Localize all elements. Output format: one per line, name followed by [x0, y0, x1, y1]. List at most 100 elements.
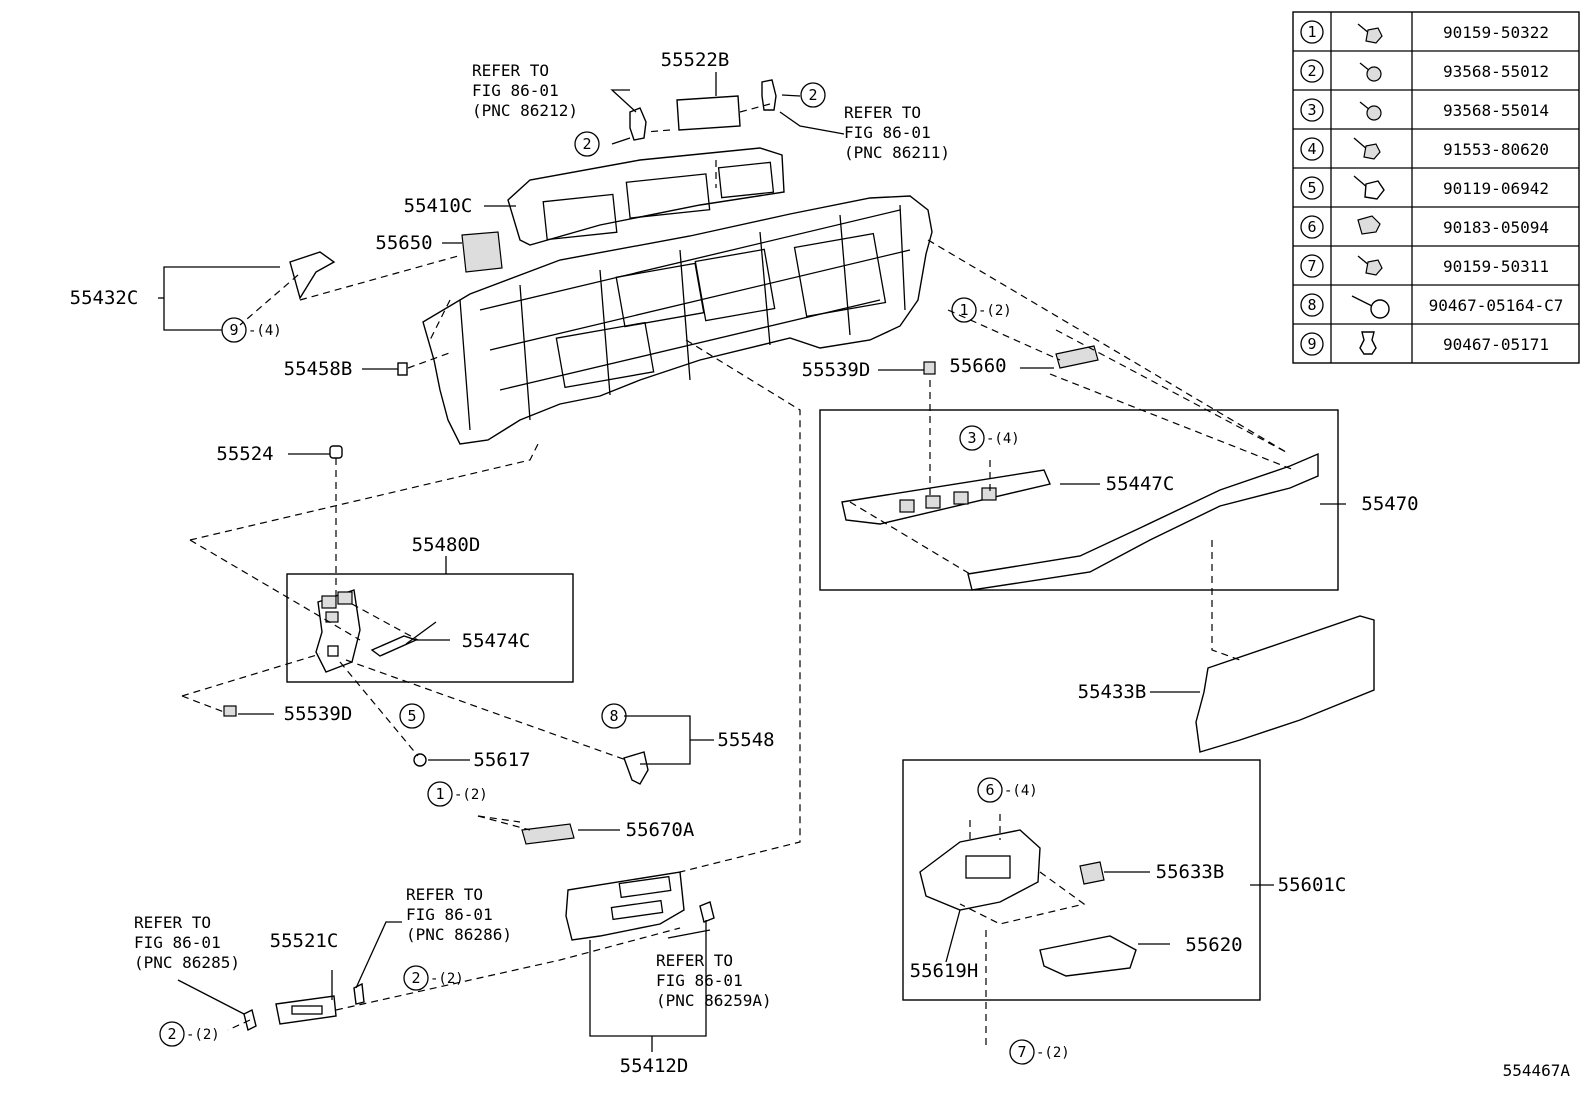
part-label-55412D: 55412D [620, 1055, 689, 1077]
nut [413, 753, 427, 767]
svg-text:5: 5 [407, 707, 416, 725]
hex-bolt-icon [1353, 175, 1385, 200]
part-label-55410C: 55410C [404, 195, 473, 217]
callout-2-top-right: 2 [800, 82, 826, 108]
part-label-55633B: 55633B [1156, 861, 1225, 883]
callout-number: 3 [1307, 101, 1316, 119]
svg-text:FIG 86-01: FIG 86-01 [844, 123, 931, 142]
cluster-hood [507, 147, 785, 246]
small-clip [397, 362, 408, 376]
svg-text:REFER TO: REFER TO [134, 913, 211, 932]
table-row: 2 93568-55012 [1300, 59, 1549, 83]
svg-text:(PNC 86211): (PNC 86211) [844, 143, 950, 162]
table-row: 9 90467-05171 [1300, 331, 1549, 356]
part-label-55480D: 55480D [412, 534, 481, 556]
callout-7: 7 -(2) [1009, 1039, 1070, 1065]
part-number-cell: 90159-50311 [1443, 257, 1549, 276]
svg-text:FIG 86-01: FIG 86-01 [656, 971, 743, 990]
part-label-55433B: 55433B [1078, 681, 1147, 703]
reference-note-86259A: REFER TO FIG 86-01 (PNC 86259A) [656, 951, 772, 1010]
svg-text:7: 7 [1017, 1043, 1026, 1061]
pocket [275, 995, 337, 1025]
tray [1039, 935, 1137, 977]
svg-text:REFER TO: REFER TO [844, 103, 921, 122]
callout-1-lower: 1 -(2) [427, 781, 488, 807]
svg-text:1: 1 [435, 785, 444, 803]
part-label-55620: 55620 [1185, 934, 1242, 956]
part-label-55474C: 55474C [462, 630, 531, 652]
svg-text:REFER TO: REFER TO [472, 61, 549, 80]
callout-5: 5 [399, 703, 425, 729]
svg-text:2: 2 [582, 135, 591, 153]
part-number-cell: 90467-05171 [1443, 335, 1549, 354]
callout-2-bottom-mid: 2 -(2) [403, 965, 464, 991]
callout-number: 8 [1307, 296, 1316, 314]
reference-notes: REFER TO FIG 86-01 (PNC 86212) REFER TO … [134, 61, 950, 1010]
bracket-55548 [623, 751, 649, 785]
table-row: 1 90159-50322 [1300, 20, 1549, 44]
part-label-55447C: 55447C [1106, 473, 1175, 495]
figure-id: 554467A [1503, 1061, 1571, 1080]
part-label-55619H: 55619H [910, 960, 979, 982]
clip-nut-icon [1357, 215, 1381, 235]
svg-text:1: 1 [959, 301, 968, 319]
trim-strip [370, 635, 418, 657]
part-number-cell: 93568-55014 [1443, 101, 1549, 120]
part-label-55458B: 55458B [284, 358, 353, 380]
callout-number: 1 [1307, 23, 1316, 41]
svg-text:REFER TO: REFER TO [656, 951, 733, 970]
pin-clip-icon [1351, 295, 1390, 319]
svg-text:9: 9 [229, 321, 238, 339]
callout-number: 6 [1307, 218, 1316, 236]
part-number-cell: 90183-05094 [1443, 218, 1549, 237]
group-box-55480D [286, 573, 574, 683]
assembly-lines [181, 103, 1295, 1050]
leader-lines [158, 72, 1346, 1052]
switch-panel [521, 823, 575, 845]
part-number-cell: 90159-50322 [1443, 23, 1549, 42]
air-vent [461, 231, 503, 273]
display-panel [676, 95, 741, 131]
part-label-55660: 55660 [949, 355, 1006, 377]
svg-text:-(4): -(4) [248, 323, 282, 339]
part-label-55670A: 55670A [626, 819, 695, 841]
part-label-55470: 55470 [1361, 493, 1418, 515]
table-row: 4 91553-80620 [1300, 137, 1549, 161]
callout-8: 8 [601, 703, 627, 729]
part-label-55548: 55548 [717, 729, 774, 751]
part-label-55539D-right: 55539D [802, 359, 871, 381]
screw-icon [1359, 62, 1382, 82]
svg-text:(PNC 86212): (PNC 86212) [472, 101, 578, 120]
svg-text:6: 6 [985, 781, 994, 799]
clip-square-right [923, 361, 936, 375]
bracket-right [761, 79, 777, 111]
part-label-55650: 55650 [375, 232, 432, 254]
callout-number: 4 [1307, 140, 1316, 158]
part-label-55539D-left: 55539D [284, 703, 353, 725]
clip-square [223, 705, 237, 717]
callout-3: 3 -(4) [959, 425, 1020, 451]
garnish-strip [967, 452, 1319, 591]
svg-text:FIG 86-01: FIG 86-01 [406, 905, 493, 924]
svg-text:(PNC 86259A): (PNC 86259A) [656, 991, 772, 1010]
instrument-panel-frame [422, 195, 933, 445]
callout-number: 2 [1307, 62, 1316, 80]
bolt-with-washer-icon [1357, 255, 1383, 276]
part-number-cell: 91553-80620 [1443, 140, 1549, 159]
lower-panel [315, 589, 361, 673]
bracket-55633B [1079, 861, 1105, 885]
table-row: 6 90183-05094 [1300, 215, 1549, 239]
screw-icon [1359, 101, 1382, 121]
part-number-cell: 90119-06942 [1443, 179, 1549, 198]
reference-note-86211: REFER TO FIG 86-01 (PNC 86211) [844, 103, 950, 162]
callout-number: 7 [1307, 257, 1316, 275]
svg-text:2: 2 [167, 1025, 176, 1043]
svg-text:FIG 86-01: FIG 86-01 [134, 933, 221, 952]
console-bracket [919, 829, 1041, 911]
callout-2-top-left: 2 [574, 131, 600, 157]
group-box-55470 [819, 409, 1339, 591]
callout-number: 9 [1307, 335, 1316, 353]
svg-text:-(2): -(2) [978, 303, 1012, 319]
table-row: 5 90119-06942 [1300, 175, 1549, 200]
